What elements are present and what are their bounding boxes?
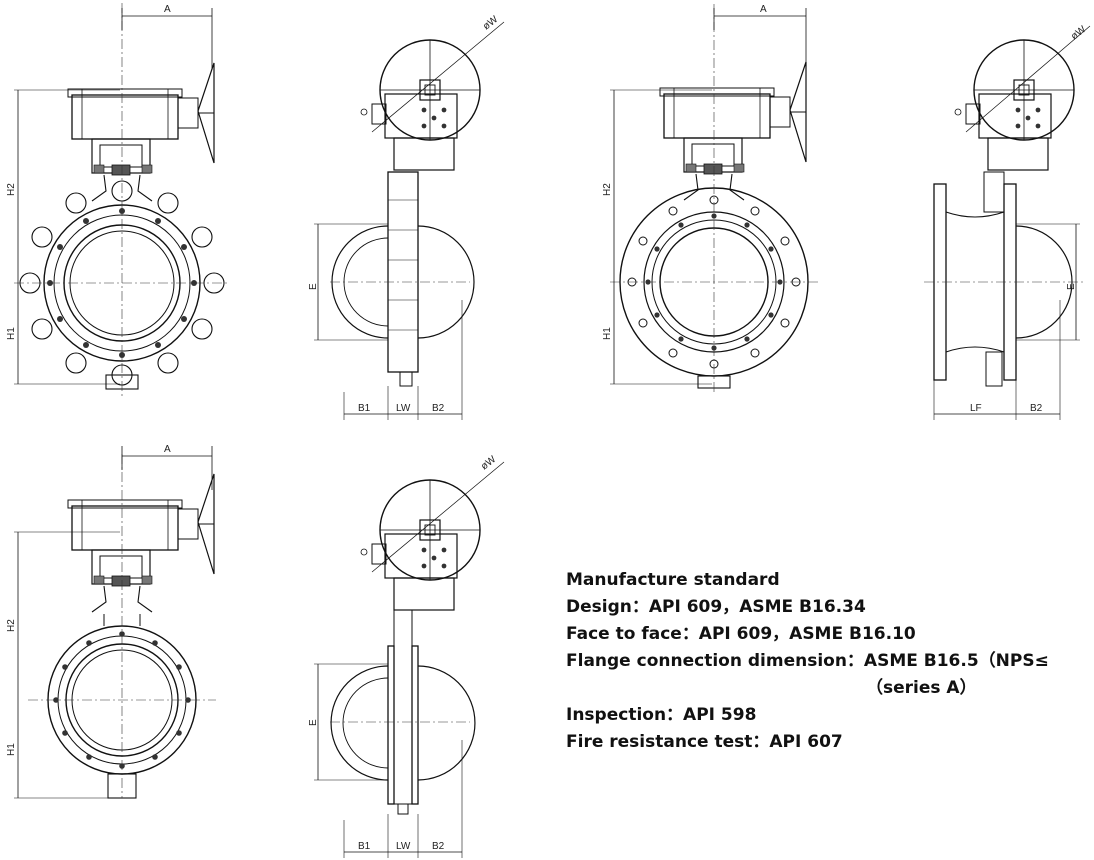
dim-label-b2: B2 <box>1030 403 1043 414</box>
dim-label-lf: LF <box>970 403 982 414</box>
dim-label-e: E <box>308 283 319 290</box>
dim-label-w: øW <box>481 14 500 33</box>
flanged-valve-front-view: A H2 H1 <box>602 4 818 392</box>
dim-label-h1: H1 <box>602 327 613 340</box>
wafer-valve-side-view: E B1 LW B2 øW <box>308 454 505 858</box>
dim-label-lw: LW <box>396 403 411 414</box>
dim-label-b1: B1 <box>358 841 371 852</box>
manufacture-standard-notes: Manufacture standard Design：API 609，ASME… <box>566 567 1094 756</box>
dim-label-w: øW <box>1069 24 1088 43</box>
notes-flange-series: （series A） <box>866 678 977 698</box>
dim-label-a: A <box>164 444 171 455</box>
notes-title: Manufacture standard <box>566 570 780 590</box>
notes-design: Design：API 609，ASME B16.34 <box>566 597 866 617</box>
notes-fire-resistance: Fire resistance test：API 607 <box>566 732 843 752</box>
lug-valve-side-view: E B1 LW B2 øW <box>308 14 505 420</box>
wafer-valve-front-view: A H2 H1 <box>6 444 216 799</box>
dim-label-h2: H2 <box>6 183 17 196</box>
dim-label-w: øW <box>479 454 498 473</box>
notes-flange-connection: Flange connection dimension：ASME B16.5（N… <box>566 651 1049 671</box>
dim-label-b2: B2 <box>432 403 445 414</box>
flanged-valve-side-view: E LF B2 øW <box>924 24 1091 420</box>
dim-label-h2: H2 <box>602 183 613 196</box>
dim-label-b1: B1 <box>358 403 371 414</box>
dim-label-b2: B2 <box>432 841 445 852</box>
dim-label-a: A <box>760 4 767 15</box>
lug-valve-front-view: A H2 H1 <box>6 3 230 399</box>
dim-label-e: E <box>1066 283 1077 290</box>
dim-label-h1: H1 <box>6 743 17 756</box>
dim-label-h2: H2 <box>6 619 17 632</box>
dim-label-h1: H1 <box>6 327 17 340</box>
notes-inspection: Inspection：API 598 <box>566 705 757 725</box>
dim-label-lw: LW <box>396 841 411 852</box>
dim-label-e: E <box>308 719 319 726</box>
notes-face-to-face: Face to face：API 609，ASME B16.10 <box>566 624 916 644</box>
dim-label-a: A <box>164 4 171 15</box>
